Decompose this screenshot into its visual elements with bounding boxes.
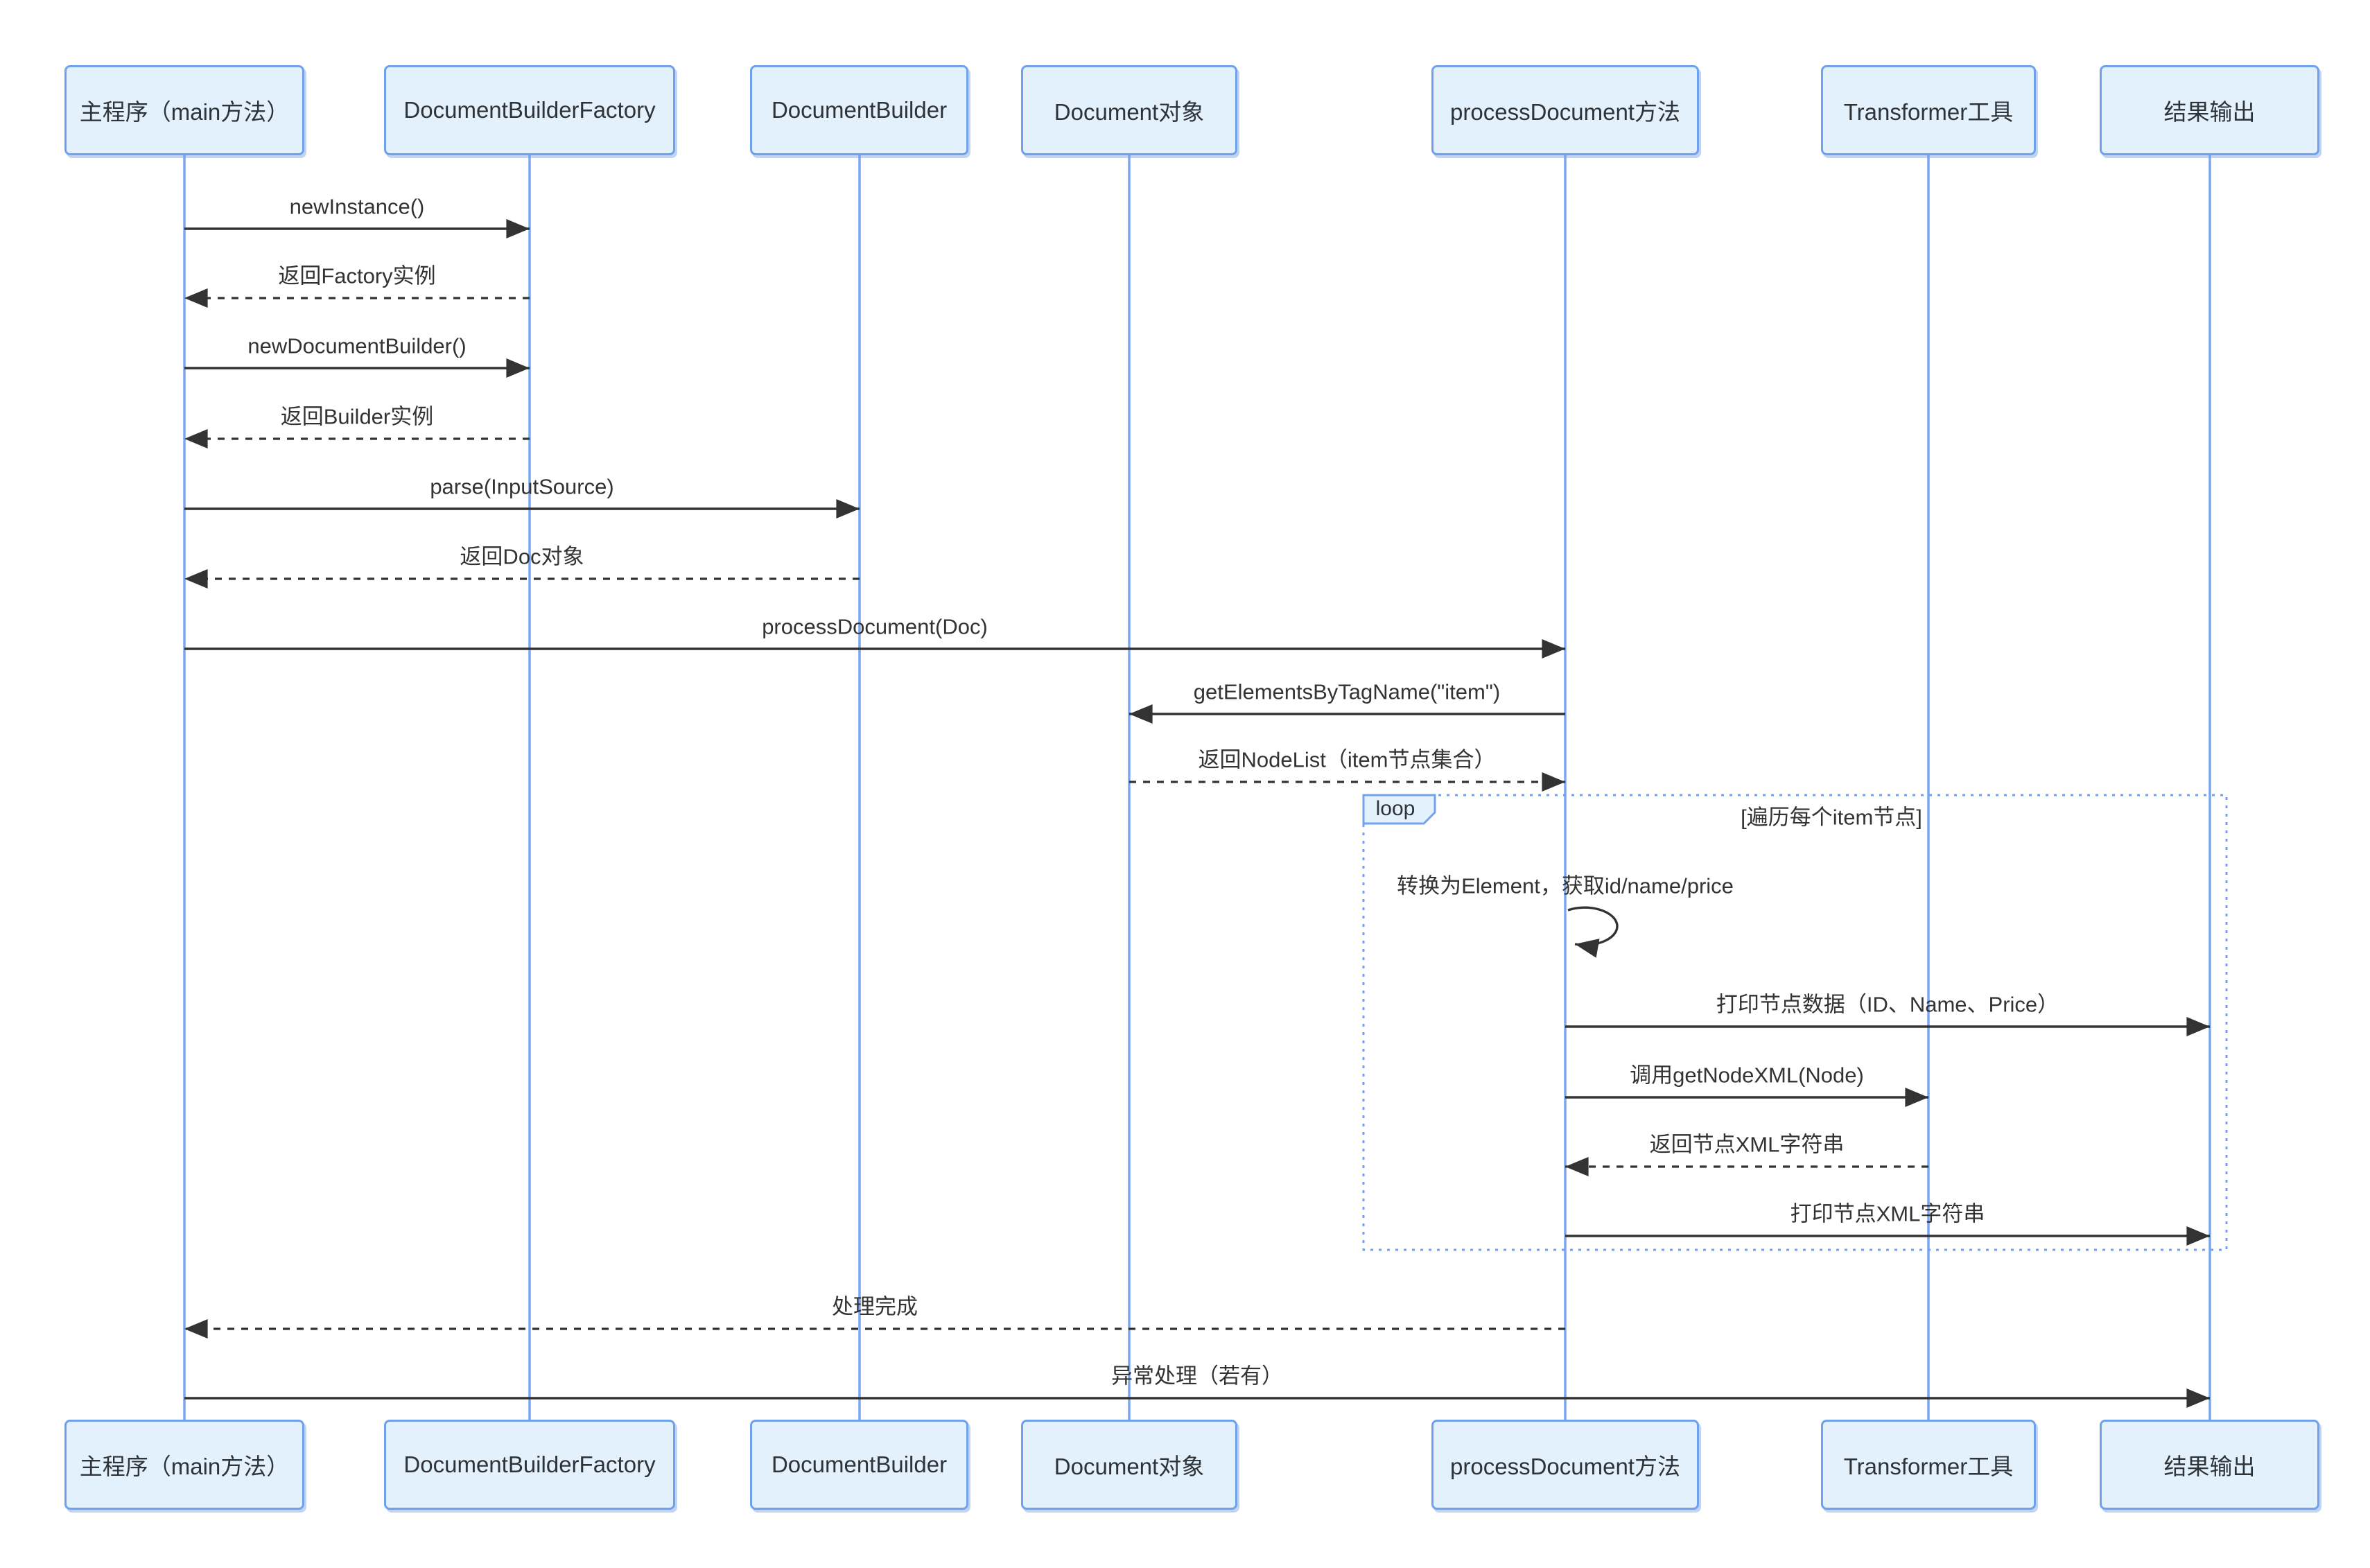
participant-top-builder: DocumentBuilder (750, 65, 968, 155)
message-line-self-convert (1567, 906, 1619, 958)
message-label-processdocument: processDocument(Doc) (762, 614, 988, 639)
message-label-self-convert: 转换为Element，获取id/name/price (1397, 873, 1734, 898)
loop-label-tab (1362, 794, 1436, 825)
message-label-return-factory: 返回Factory实例 (278, 263, 436, 288)
message-label-done: 处理完成 (832, 1294, 918, 1319)
participant-bottom-main: 主程序（main方法） (64, 1420, 304, 1510)
participant-top-transformer: Transformer工具 (1821, 65, 2036, 155)
participant-top-output: 结果输出 (2100, 65, 2319, 155)
participant-bottom-builder: DocumentBuilder (750, 1420, 968, 1510)
message-label-call-getnodexml: 调用getNodeXML(Node) (1630, 1063, 1864, 1088)
message-label-newdocumentbuilder: newDocumentBuilder() (247, 333, 467, 358)
loop-frame (1362, 794, 2228, 1251)
participant-bottom-process: processDocument方法 (1431, 1420, 1699, 1510)
message-label-print-xml-string: 打印节点XML字符串 (1790, 1201, 1985, 1226)
message-label-newinstance: newInstance() (289, 194, 425, 219)
loop-condition: [遍历每个item节点] (1741, 805, 1922, 830)
loop-label: loop (1375, 797, 1415, 820)
participant-top-document: Document对象 (1021, 65, 1237, 155)
message-label-parse: parse(InputSource) (430, 474, 614, 499)
participant-top-main: 主程序（main方法） (64, 65, 304, 155)
participant-bottom-factory: DocumentBuilderFactory (384, 1420, 675, 1510)
message-label-return-builder: 返回Builder实例 (280, 404, 434, 429)
participant-bottom-output: 结果输出 (2100, 1420, 2319, 1510)
participant-bottom-transformer: Transformer工具 (1821, 1420, 2036, 1510)
message-label-return-doc: 返回Doc对象 (460, 544, 584, 569)
participant-top-factory: DocumentBuilderFactory (384, 65, 675, 155)
message-label-print-node-data: 打印节点数据（ID、Name、Price） (1716, 992, 2059, 1017)
message-label-return-nodelist: 返回NodeList（item节点集合） (1198, 747, 1496, 772)
message-label-exception: 异常处理（若有） (1111, 1364, 1283, 1388)
message-label-getelements: getElementsByTagName("item") (1193, 679, 1501, 704)
participant-bottom-document: Document对象 (1021, 1420, 1237, 1510)
participant-top-process: processDocument方法 (1431, 65, 1699, 155)
message-label-return-xml-string: 返回节点XML字符串 (1649, 1132, 1845, 1157)
